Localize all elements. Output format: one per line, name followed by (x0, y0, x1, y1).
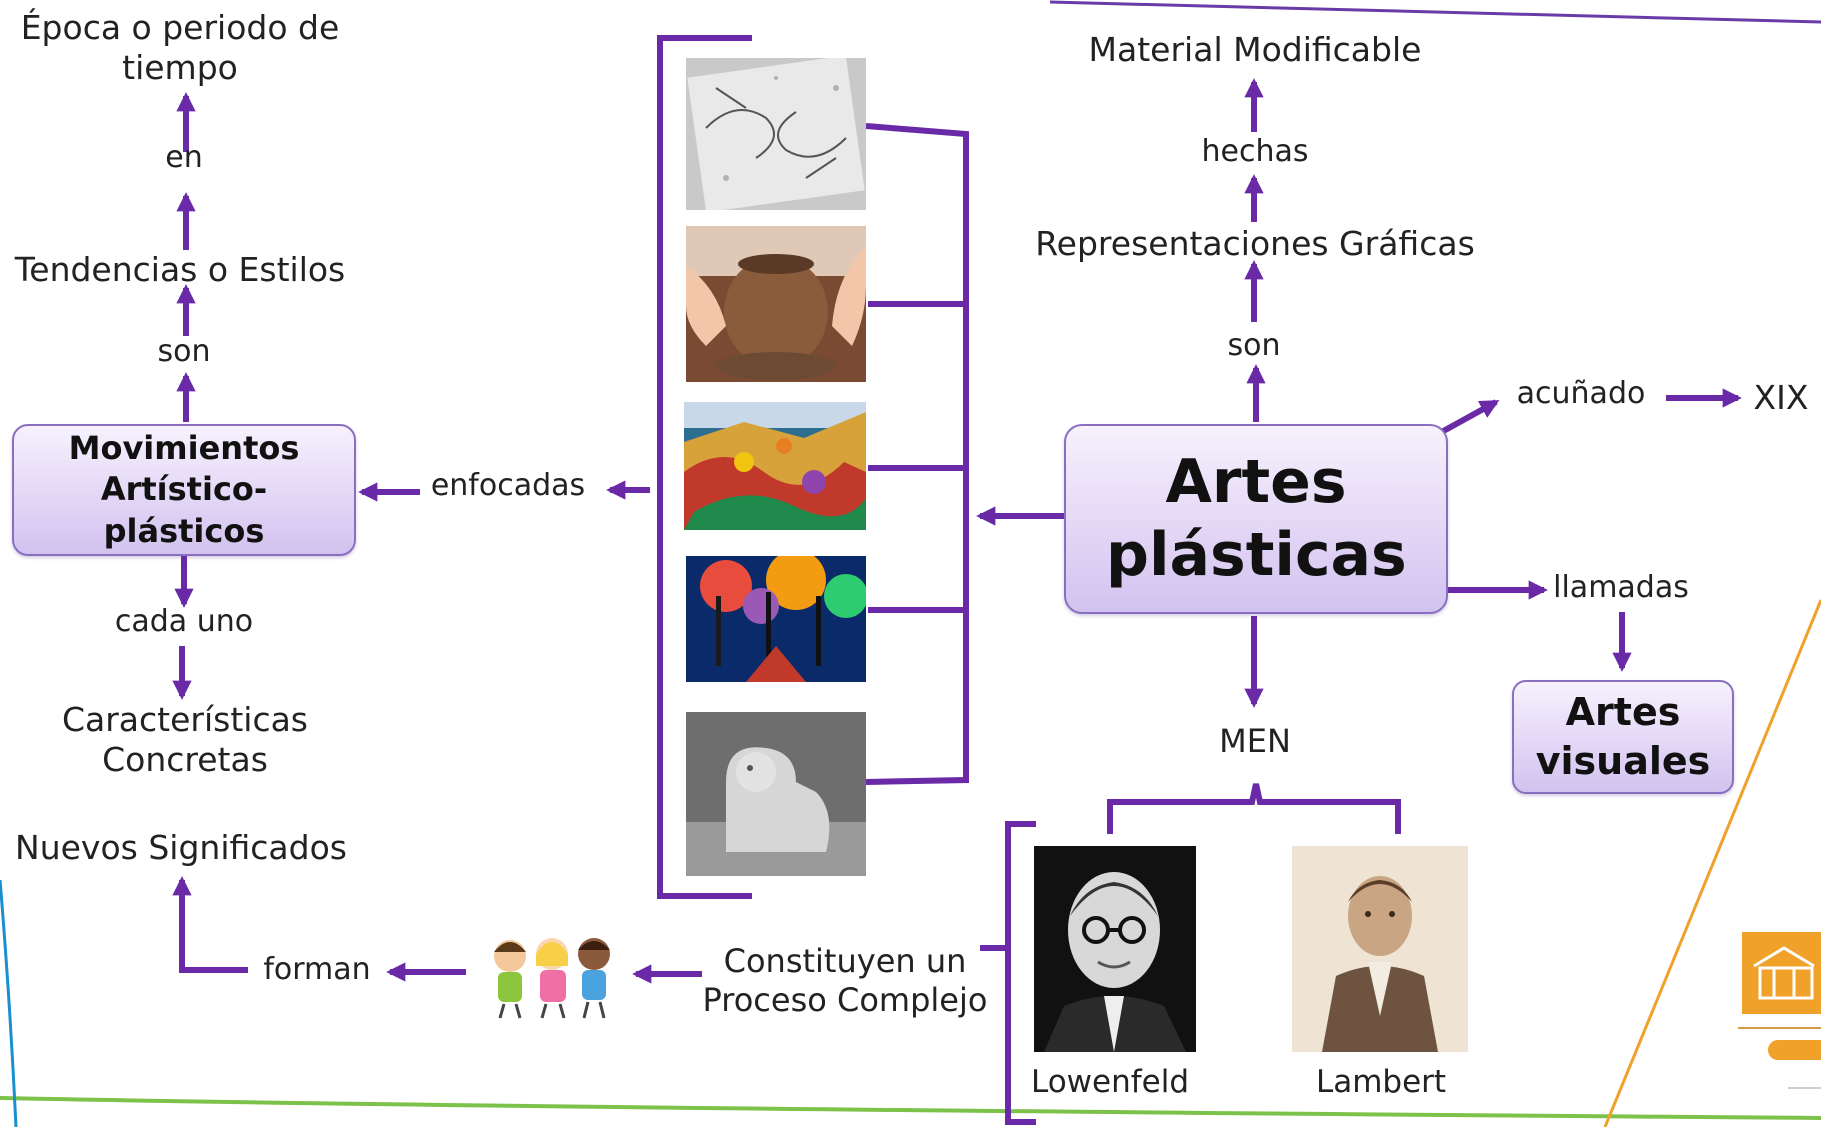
lowenfeld-portrait-image (1034, 846, 1196, 1052)
stone-lion-sculpture-image (686, 712, 866, 876)
colorful-mural-image (684, 402, 866, 530)
lambert-portrait-image (1292, 846, 1468, 1052)
autumn-forest-painting-image (686, 556, 866, 682)
artes-plasticas-box: Artes plásticas (1064, 424, 1448, 614)
connector-en: en (165, 140, 203, 175)
nuevos-significados-label: Nuevos Significados (15, 828, 347, 867)
proceso-label: Constituyen un Proceso Complejo (702, 942, 988, 1020)
decor-top-line (1049, 0, 1821, 24)
tendencias-label: Tendencias o Estilos (14, 250, 346, 289)
xix-label: XIX (1753, 378, 1809, 417)
decor-right-line (1603, 599, 1821, 1127)
epoca-label: Época o periodo de tiempo (20, 8, 340, 88)
representaciones-label: Representaciones Gráficas (1035, 224, 1475, 263)
connector-son-right: son (1227, 328, 1281, 363)
artes-visuales-box: Artes visuales (1512, 680, 1734, 794)
movimientos-title: Movimientos Artístico-plásticos (68, 428, 300, 550)
connector-enfocadas: enfocadas (430, 468, 586, 503)
children-group-image (480, 926, 624, 1022)
connector-forman: forman (263, 952, 371, 987)
lowenfeld-label: Lowenfeld (1030, 1064, 1190, 1100)
connector-hechas: hechas (1201, 134, 1309, 169)
university-logo-icon (1738, 926, 1821, 1106)
lambert-label: Lambert (1315, 1064, 1447, 1100)
decor-left-line (0, 879, 18, 1127)
escher-drawing-hands-image (686, 58, 866, 210)
connector-son-left: son (157, 334, 211, 369)
movimientos-box: Movimientos Artístico-plásticos (12, 424, 356, 556)
artes-plasticas-title: Artes plásticas (1106, 446, 1407, 590)
men-label: MEN (1219, 722, 1291, 760)
material-label: Material Modificable (1088, 30, 1422, 69)
connector-llamadas: llamadas (1553, 570, 1689, 605)
decor-bottom-line (0, 1096, 1821, 1120)
caracteristicas-label: Características Concretas (61, 700, 309, 780)
pottery-hands-image (686, 226, 866, 382)
connector-acunado: acuñado (1516, 376, 1646, 411)
artes-visuales-title: Artes visuales (1535, 690, 1711, 783)
connector-cada-uno: cada uno (114, 604, 254, 639)
